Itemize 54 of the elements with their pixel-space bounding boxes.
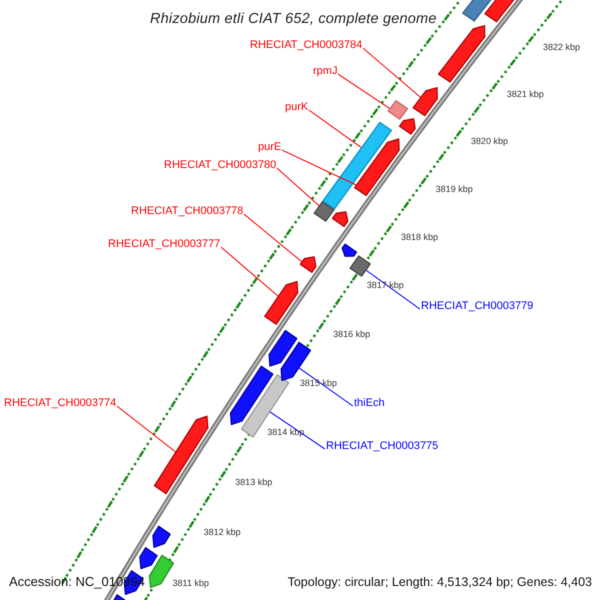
leader-line — [220, 246, 278, 297]
gene-label: RHECIAT_CH0003775 — [326, 440, 438, 453]
gene-label: thiEch — [354, 397, 385, 410]
gene-feature — [268, 330, 298, 367]
gene-block — [322, 122, 392, 210]
scale-label: 3816 kbp — [333, 328, 370, 340]
gene-label: purK — [285, 101, 308, 114]
scale-label: 3819 kbp — [436, 184, 473, 195]
gene-feature — [139, 547, 158, 570]
genome-info-text: Topology: circular; Length: 4,513,324 bp; Genes: 4,403 — [288, 574, 592, 590]
leader-line — [270, 411, 326, 450]
scale-label: 3817 kbp — [366, 280, 404, 292]
scale-label: 3815 kbp — [300, 378, 337, 390]
scale-label: 3820 kbp — [470, 136, 508, 148]
leader-line — [362, 48, 421, 98]
gene-label: rpmJ — [313, 65, 338, 78]
gene-feature — [152, 526, 171, 548]
gene-feature — [398, 118, 416, 135]
gene-label: RHECIAT_CH0003778 — [131, 205, 244, 218]
gene-label: RHECIAT_CH0003784 — [250, 39, 362, 52]
leader-line — [244, 214, 302, 262]
leader-line — [308, 110, 362, 148]
gene-block — [240, 374, 290, 438]
leader-line — [276, 168, 320, 206]
gene-block — [349, 255, 371, 277]
scale-label: 3811 kbp — [172, 578, 209, 589]
leader-line — [298, 368, 354, 407]
gene-label: RHECIAT_CH0003780 — [164, 159, 276, 172]
gene-feature — [148, 554, 174, 588]
gene-feature — [438, 25, 486, 83]
gene-feature — [354, 138, 400, 196]
gene-feature — [264, 280, 298, 325]
gene-feature — [300, 256, 316, 273]
gene-label: RHECIAT_CH0003779 — [421, 300, 534, 313]
scale-label: 3818 kbp — [400, 232, 438, 243]
leader-line — [366, 270, 420, 310]
gene-label: purE — [258, 141, 282, 154]
gene-feature — [342, 244, 358, 257]
scale-label: 3812 kbp — [204, 527, 241, 538]
scale-label: 3821 kbp — [506, 89, 544, 100]
gene-feature — [412, 87, 438, 116]
gene-block — [388, 100, 408, 120]
scale-label: 3813 kbp — [235, 477, 272, 488]
leader-line — [282, 150, 356, 186]
leader-line — [338, 74, 390, 109]
gene-feature — [230, 366, 274, 426]
title: Rhizobium etli CIAT 652, complete genome — [150, 10, 437, 29]
scale-label: 3822 kbp — [542, 42, 580, 54]
gene-block — [314, 201, 334, 222]
gene-label: RHECIAT_CH0003777 — [108, 238, 220, 251]
gene-label: RHECIAT_CH0003774 — [4, 397, 116, 410]
gene-feature — [154, 416, 208, 494]
gene-feature — [280, 342, 312, 382]
leader-line — [116, 406, 176, 452]
